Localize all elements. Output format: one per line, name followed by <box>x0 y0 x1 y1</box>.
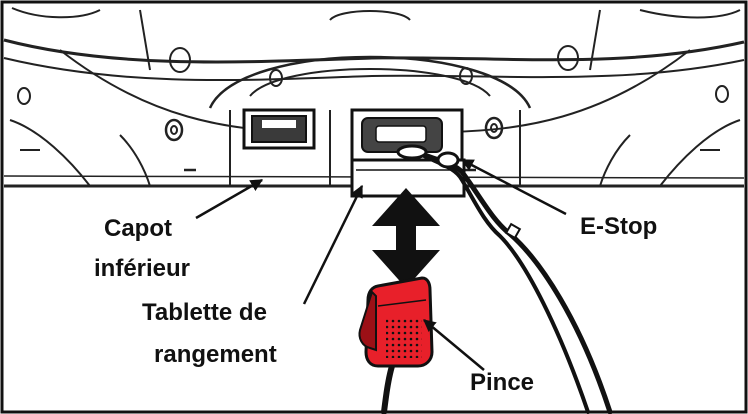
leader-arrows <box>195 158 567 371</box>
left-receptacle <box>242 108 316 150</box>
label-tablette-line1: Tablette de <box>142 299 267 326</box>
label-capot-line2: inférieur <box>94 255 190 282</box>
tether-cord <box>396 144 613 414</box>
label-capot-line1: Capot <box>104 215 172 242</box>
double-arrow <box>372 188 440 288</box>
label-estop: E-Stop <box>580 213 657 240</box>
label-pince: Pince <box>470 369 534 396</box>
machine-lineart <box>3 7 745 188</box>
safety-clip <box>358 276 434 414</box>
label-tablette-line2: rangement <box>154 341 277 368</box>
